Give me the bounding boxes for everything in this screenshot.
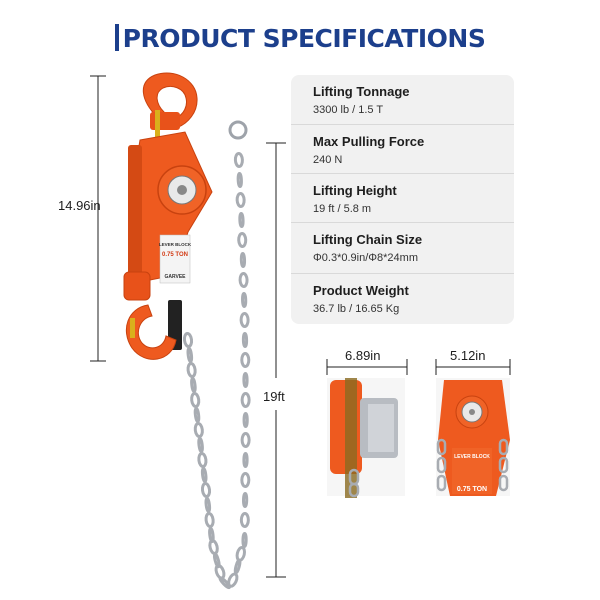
chain-link bbox=[240, 392, 251, 408]
chain-link bbox=[197, 452, 208, 468]
spec-label: Lifting Tonnage bbox=[313, 84, 410, 99]
spec-label: Product Weight bbox=[313, 283, 409, 298]
chain-link bbox=[204, 497, 212, 513]
chain-link bbox=[242, 452, 249, 468]
spec-row-lifting-tonnage: Lifting Tonnage 3300 lb / 1.5 T bbox=[291, 75, 514, 124]
chain-link bbox=[238, 272, 249, 288]
chain-link bbox=[237, 232, 248, 248]
chain-link bbox=[240, 352, 251, 368]
chain-link bbox=[240, 432, 251, 448]
thumb-label-capacity: 0.75 TON bbox=[457, 486, 487, 493]
chain-link bbox=[186, 347, 194, 363]
spec-row-product-weight: Product Weight 36.7 lb / 16.65 Kg bbox=[291, 273, 514, 323]
spec-row-lifting-chain-size: Lifting Chain Size Φ0.3*0.9in/Φ8*24mm bbox=[291, 222, 514, 272]
product-label-brand: GARVEE bbox=[164, 274, 186, 280]
spec-value: 3300 lb / 1.5 T bbox=[313, 104, 384, 116]
chain-link bbox=[242, 412, 249, 428]
side-view-image bbox=[327, 378, 405, 498]
title-accent-bar bbox=[114, 24, 119, 51]
chain-link bbox=[200, 467, 208, 483]
chain-link bbox=[241, 332, 249, 348]
spec-value: 19 ft / 5.8 m bbox=[313, 203, 372, 215]
spec-value: Φ0.3*0.9in/Φ8*24mm bbox=[313, 252, 418, 264]
dimension-lines bbox=[90, 75, 511, 578]
depth-dimension-label: 6.89in bbox=[345, 348, 381, 363]
chain-link bbox=[242, 492, 249, 508]
chain-link bbox=[200, 482, 212, 498]
chain-link bbox=[239, 512, 250, 528]
chain bbox=[182, 152, 251, 590]
chain-link bbox=[240, 472, 251, 488]
page-title: PRODUCT SPECIFICATIONS bbox=[122, 24, 486, 53]
chain-link bbox=[208, 527, 215, 543]
spec-label: Lifting Height bbox=[313, 183, 397, 198]
chain-link bbox=[241, 532, 248, 548]
chain-link bbox=[190, 392, 201, 408]
chain-link bbox=[213, 552, 221, 569]
width-dimension-label: 5.12in bbox=[450, 348, 486, 363]
spec-value: 240 N bbox=[313, 154, 343, 166]
spec-label: Max Pulling Force bbox=[313, 134, 425, 149]
chain-link bbox=[241, 292, 248, 308]
product-label-name: LEVER BLOCK bbox=[159, 242, 192, 247]
spec-panel: Lifting Tonnage 3300 lb / 1.5 T Max Pull… bbox=[291, 75, 514, 324]
chain-ring bbox=[228, 120, 248, 140]
chain-link bbox=[233, 558, 242, 575]
spec-row-lifting-height: Lifting Height 19 ft / 5.8 m bbox=[291, 173, 514, 223]
thumb-label-name: LEVER BLOCK bbox=[454, 454, 490, 460]
height-dimension-label: 14.96in bbox=[58, 198, 101, 213]
chain-link bbox=[186, 362, 197, 378]
chain-length-dimension-label: 19ft bbox=[263, 389, 285, 404]
chain-link bbox=[239, 252, 247, 268]
chain-link bbox=[204, 512, 215, 528]
chain-link bbox=[239, 312, 250, 328]
chain-link bbox=[190, 377, 197, 393]
chain-link bbox=[236, 172, 243, 188]
title-area: PRODUCT SPECIFICATIONS bbox=[0, 22, 600, 56]
spec-value: 36.7 lb / 16.65 Kg bbox=[313, 303, 400, 315]
spec-row-max-pulling-force: Max Pulling Force 240 N bbox=[291, 124, 514, 174]
chain-link bbox=[182, 332, 194, 348]
front-view-image bbox=[436, 378, 510, 496]
product-label-capacity: 0.75 TON bbox=[162, 252, 188, 258]
chain-link bbox=[233, 152, 244, 168]
chain-link bbox=[242, 372, 249, 388]
chain-link bbox=[193, 407, 201, 423]
chain-link bbox=[197, 437, 204, 453]
spec-label: Lifting Chain Size bbox=[313, 232, 423, 247]
chain-link bbox=[238, 212, 245, 228]
chain-link bbox=[235, 546, 247, 562]
chain-link bbox=[193, 422, 204, 438]
chain-link bbox=[235, 192, 246, 208]
lever-hoist bbox=[123, 72, 213, 360]
